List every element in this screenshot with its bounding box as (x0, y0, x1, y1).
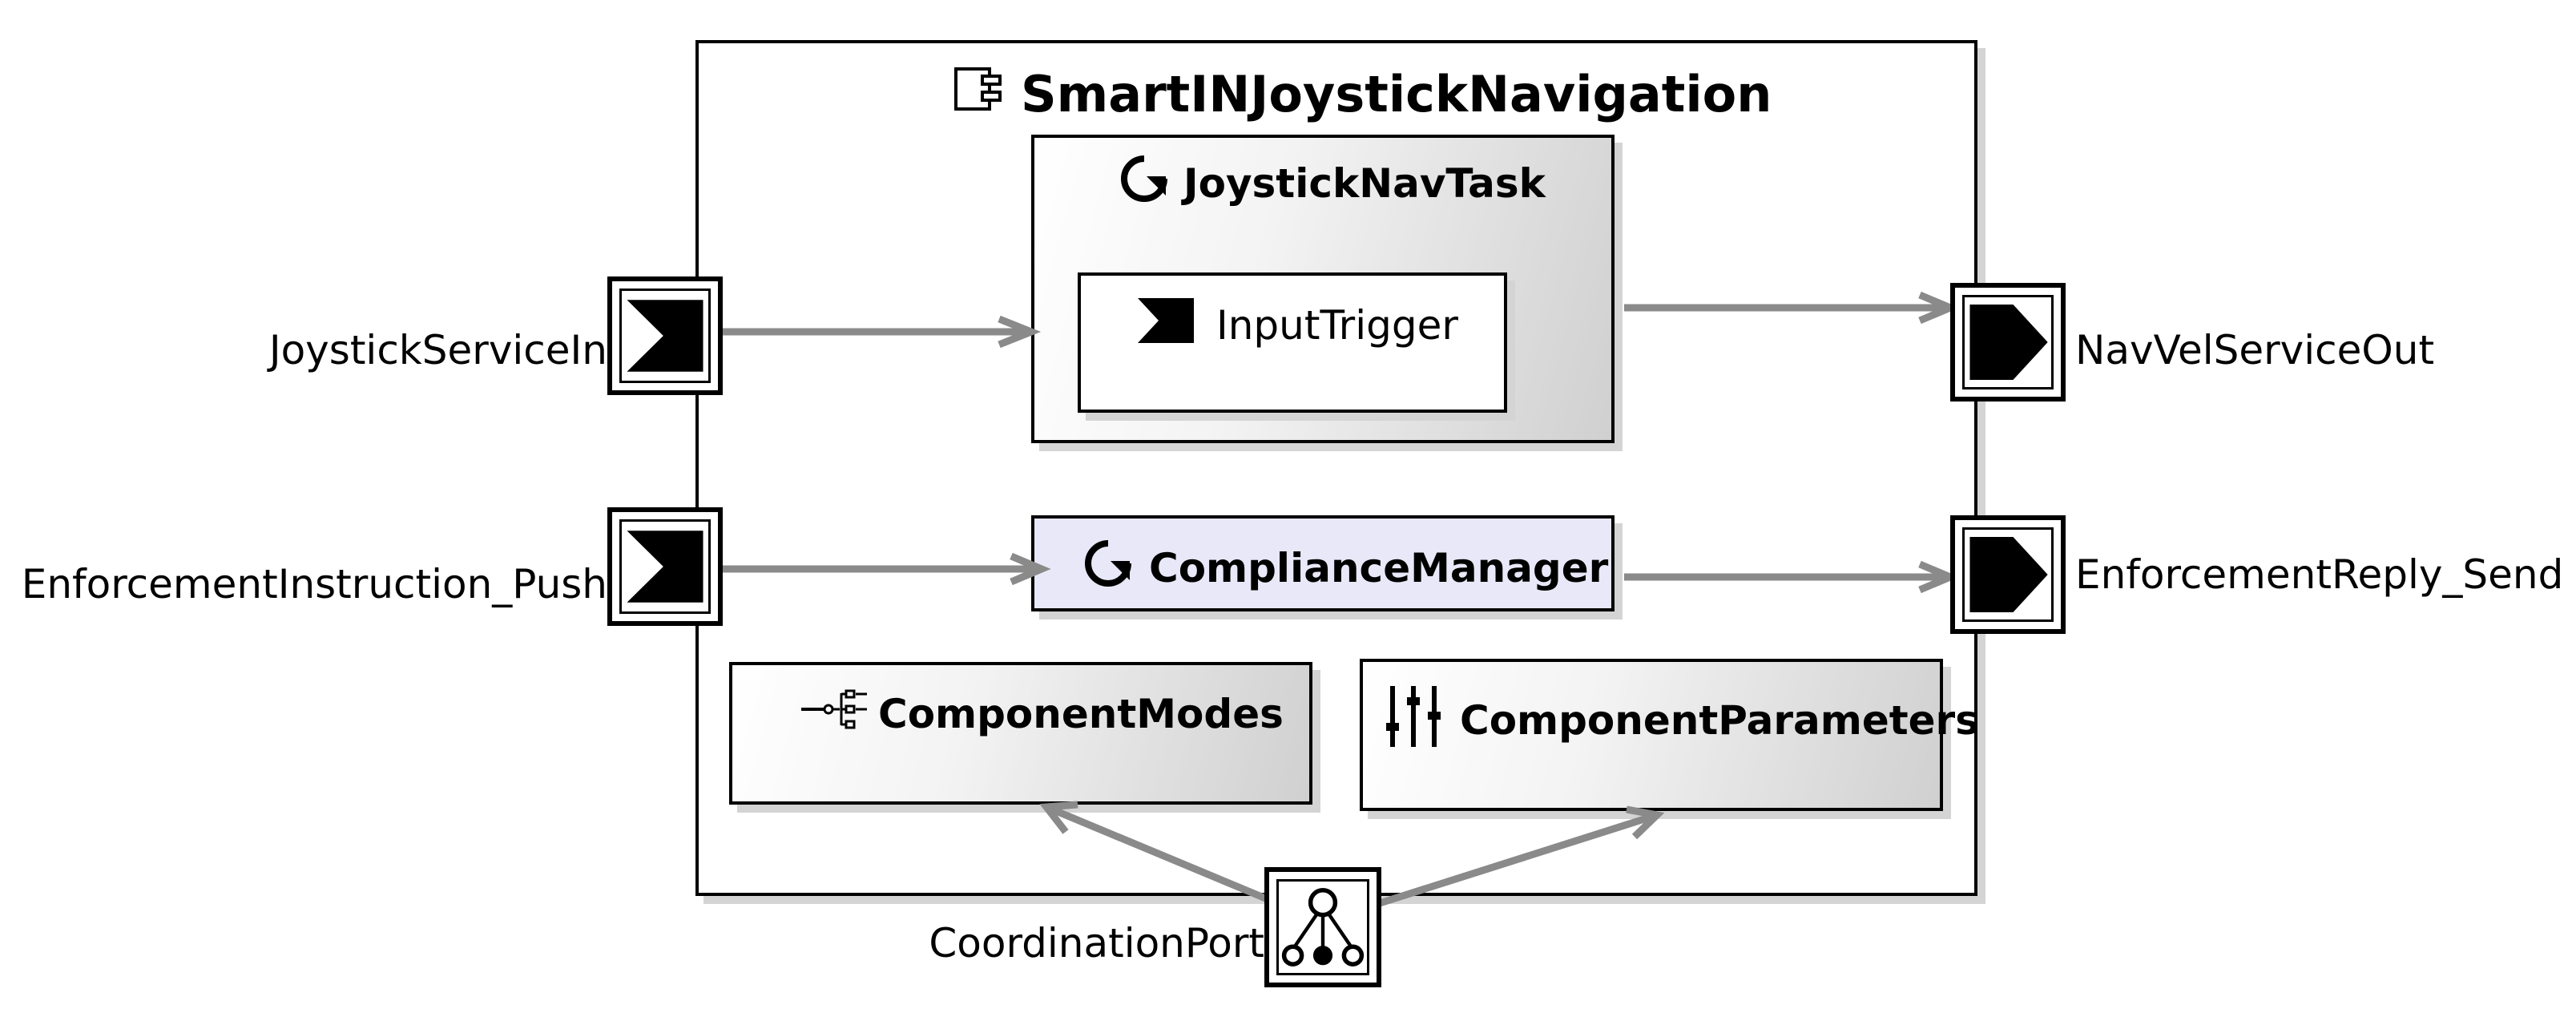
port-label-coordinationport: CoordinationPort (929, 920, 1264, 966)
task-cycle-icon (1082, 537, 1135, 599)
component-parameters-label: ComponentParameters (1460, 697, 1979, 744)
port-label-navvelserviceout: NavVelServiceOut (2075, 327, 2435, 373)
port-label-joystickservicein: JoystickServiceIn (268, 327, 607, 373)
input-port-joystickservicein[interactable] (607, 276, 723, 395)
input-port-icon (619, 289, 711, 383)
modes-tree-icon (801, 689, 867, 739)
component-parameters-header: ComponentParameters (1385, 683, 1979, 758)
task-name: JoystickNavTask (1183, 160, 1546, 207)
output-port-icon (1962, 527, 2054, 622)
task-header: JoystickNavTask (1118, 152, 1546, 215)
port-label-enforcementinstruction-push: EnforcementInstruction_Push (21, 561, 607, 607)
input-trigger-label: InputTrigger (1216, 302, 1458, 349)
component-modes-header: ComponentModes (801, 689, 1284, 739)
input-trigger-icon (1138, 298, 1194, 353)
task-header: ComplianceManager (1082, 537, 1608, 599)
coordination-port[interactable] (1264, 867, 1381, 987)
component-name: SmartINJoystickNavigation (1021, 64, 1772, 123)
port-label-enforcementreply-send: EnforcementReply_Send (2075, 551, 2564, 598)
component-icon (953, 65, 1003, 123)
task-cycle-icon (1118, 152, 1171, 215)
component-modes-box[interactable] (729, 662, 1312, 805)
input-trigger-content: InputTrigger (1138, 298, 1458, 353)
output-port-enforcementreply-send[interactable] (1950, 515, 2066, 634)
parameters-sliders-icon (1385, 683, 1442, 758)
output-port-navvelserviceout[interactable] (1950, 283, 2066, 402)
coordination-port-icon (1276, 879, 1369, 975)
task-name: ComplianceManager (1149, 545, 1609, 591)
output-port-icon (1962, 295, 2054, 389)
input-trigger-box[interactable] (1078, 272, 1507, 413)
input-port-enforcementinstruction-push[interactable] (607, 507, 723, 626)
component-modes-label: ComponentModes (878, 691, 1284, 737)
component-title: SmartINJoystickNavigation (953, 58, 1772, 130)
input-port-icon (619, 519, 711, 614)
